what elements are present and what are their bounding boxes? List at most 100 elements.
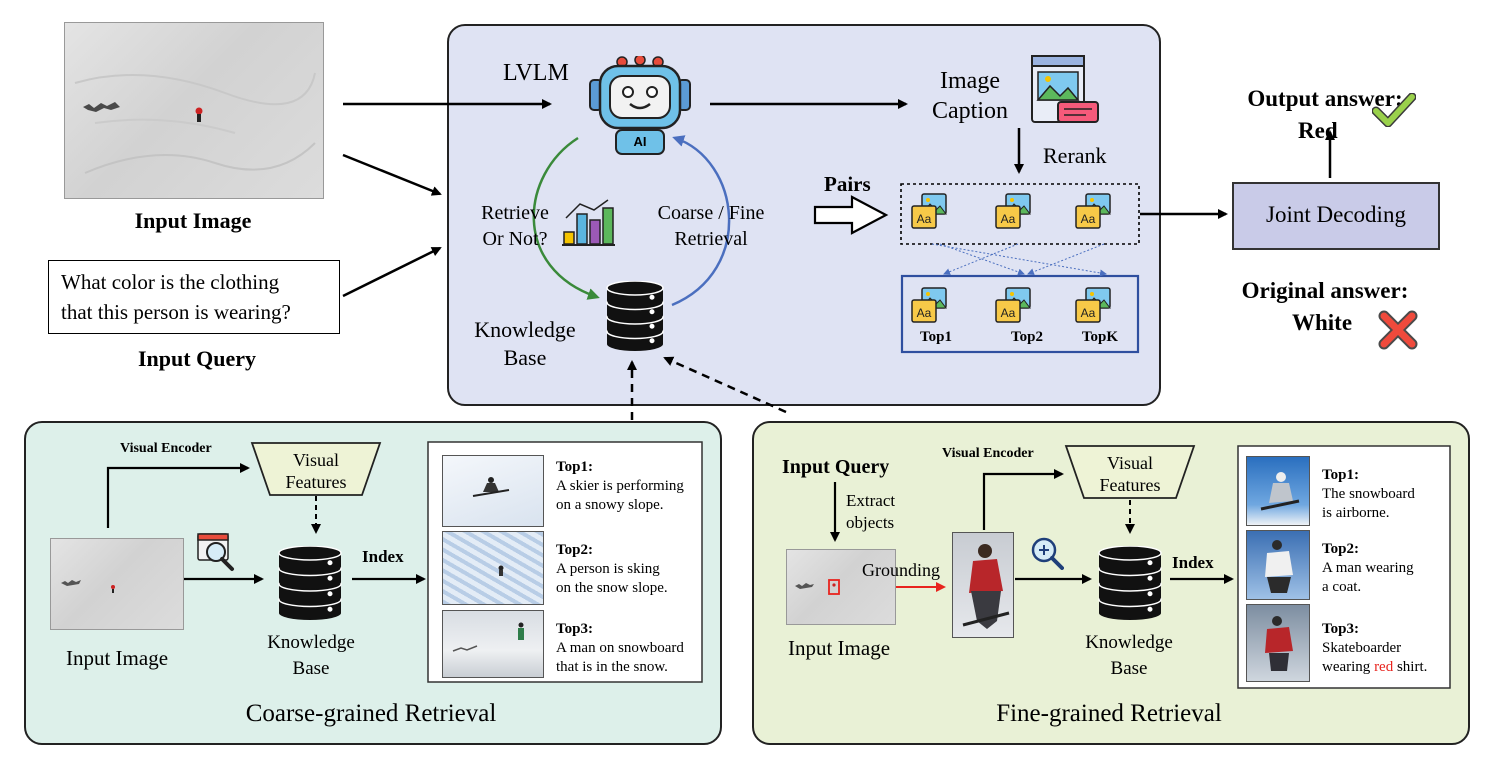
image-text-pair-icon: Aa: [994, 192, 1032, 230]
fine-cropped-person: [952, 532, 1014, 638]
skier-scene: [74, 72, 316, 174]
kb-label: Knowledge Base: [460, 316, 590, 372]
original-answer-value: White: [1292, 310, 1353, 335]
query-line2: that this person is wearing?: [61, 300, 291, 324]
image-text-pair-icon: Aa: [1074, 192, 1112, 230]
fine-input-image-label: Input Image: [787, 636, 891, 660]
svg-text:Aa: Aa: [917, 306, 932, 320]
svg-text:Aa: Aa: [1001, 306, 1016, 320]
fine-extract-line2: objects: [846, 513, 895, 532]
coarse-visual-features-line1: Visual: [293, 450, 339, 470]
coarse-result-3: Top3: A man on snowboard that is in the …: [556, 620, 700, 677]
fine-index-label: Index: [1172, 553, 1214, 572]
image-text-pair-icon: Aa: [994, 286, 1032, 324]
check-icon: [1372, 93, 1416, 127]
result-text-post: shirt.: [1393, 659, 1428, 675]
cross-icon: [1378, 310, 1418, 350]
result-text: Skateboarder: [1322, 640, 1402, 656]
result-text: A person is sking: [556, 561, 660, 577]
coarse-fine-label: Coarse / Fine Retrieval: [656, 200, 766, 252]
original-answer-title: Original answer:: [1241, 278, 1409, 303]
result-text: A skier is performing: [556, 478, 684, 494]
coarse-fine-line2: Retrieval: [674, 228, 748, 250]
query-line1: What color is the clothing: [61, 270, 280, 294]
fine-kb-line2: Base: [1110, 658, 1148, 679]
result-text: is airborne.: [1322, 505, 1390, 521]
result-rank: Top1:: [556, 459, 593, 475]
rerank-label: Rerank: [1043, 143, 1107, 168]
image-caption-line1: Image: [940, 68, 1000, 94]
fine-result-3: Top3: Skateboarder wearing red shirt.: [1322, 620, 1446, 677]
coarse-input-image: [50, 538, 184, 630]
pairs-label: Pairs: [824, 172, 871, 196]
coarse-database-icon: [278, 546, 342, 622]
database-icon: [606, 281, 664, 353]
fine-result-photo: [1246, 530, 1310, 600]
top1-label: Top1: [920, 329, 952, 345]
fine-title: Fine-grained Retrieval: [996, 700, 1222, 727]
image-text-pair-icon: Aa: [1074, 286, 1112, 324]
result-text: A man wearing: [1322, 560, 1414, 576]
input-query-label: Input Query: [138, 346, 256, 371]
result-text: on the snow slope.: [556, 580, 668, 596]
result-text: a coat.: [1322, 579, 1362, 595]
topk-label: TopK: [1081, 329, 1119, 345]
robot-icon: AI: [584, 56, 696, 156]
output-answer-value: Red: [1298, 118, 1338, 143]
coarse-result-photo: [442, 455, 544, 527]
fine-result-2: Top2: A man wearing a coat.: [1322, 540, 1446, 597]
svg-text:Aa: Aa: [1001, 212, 1016, 226]
robot-ai-label: AI: [633, 134, 647, 149]
coarse-kb-label: Knowledge Base: [246, 630, 376, 682]
fine-database-icon: [1098, 546, 1162, 622]
result-text: A man on snowboard: [556, 640, 684, 656]
result-text: that is in the snow.: [556, 659, 668, 675]
image-caption-line2: Caption: [932, 98, 1008, 124]
input-image-label: Input Image: [134, 208, 252, 233]
result-text: on a snowy slope.: [556, 497, 664, 513]
fine-result-photo: [1246, 604, 1310, 682]
coarse-input-image-label: Input Image: [65, 646, 169, 670]
fine-extract-line1: Extract: [846, 491, 896, 510]
image-caption-icon: [1028, 52, 1100, 128]
coarse-result-photo: [442, 531, 544, 605]
bar-chart-icon: [560, 196, 616, 248]
svg-text:Aa: Aa: [1081, 306, 1096, 320]
fine-kb-line1: Knowledge: [1085, 632, 1173, 653]
svg-text:Aa: Aa: [917, 212, 932, 226]
coarse-visual-features-line2: Features: [285, 472, 347, 492]
fine-input-query-label: Input Query: [782, 456, 890, 478]
kb-line2: Base: [503, 345, 547, 370]
result-rank: Top2:: [556, 542, 593, 558]
result-text-pre: wearing: [1322, 659, 1375, 675]
result-text-mixed: wearing red shirt.: [1322, 658, 1446, 677]
coarse-kb-line2: Base: [292, 658, 330, 679]
fine-visual-features-line2: Features: [1099, 475, 1161, 495]
coarse-kb-line1: Knowledge: [267, 632, 355, 653]
retrieve-or-not-label: Retrieve Or Not?: [470, 200, 560, 252]
fine-visual-features: Visual Features: [1064, 444, 1196, 500]
coarse-result-1: Top1: A skier is performing on a snowy s…: [556, 458, 696, 515]
coarse-title: Coarse-grained Retrieval: [245, 700, 497, 727]
coarse-result-2: Top2: A person is sking on the snow slop…: [556, 541, 696, 598]
image-caption-label: Image Caption: [920, 66, 1020, 126]
result-rank: Top3:: [556, 621, 593, 637]
fine-result-1: Top1: The snowboard is airborne.: [1322, 466, 1446, 523]
result-rank: Top2:: [1322, 541, 1359, 557]
fine-kb-label: Knowledge Base: [1064, 630, 1194, 682]
lvlm-label: LVLM: [503, 60, 569, 86]
coarse-visual-features: Visual Features: [250, 441, 382, 497]
image-text-pair-icon: Aa: [910, 286, 948, 324]
coarse-visual-encoder-label: Visual Encoder: [120, 441, 212, 456]
result-text: The snowboard: [1322, 486, 1415, 502]
joint-decoding-label: Joint Decoding: [1266, 202, 1406, 227]
fine-grounding-label: Grounding: [862, 560, 940, 580]
coarse-result-photo: [442, 610, 544, 678]
zoom-icon: [1030, 536, 1064, 570]
svg-text:Aa: Aa: [1081, 212, 1096, 226]
fine-input-image: [786, 549, 896, 625]
joint-decoding-box: Joint Decoding: [1232, 182, 1440, 250]
result-rank: Top1:: [1322, 467, 1359, 483]
search-icon: [196, 530, 238, 572]
image-text-pair-icon: Aa: [910, 192, 948, 230]
